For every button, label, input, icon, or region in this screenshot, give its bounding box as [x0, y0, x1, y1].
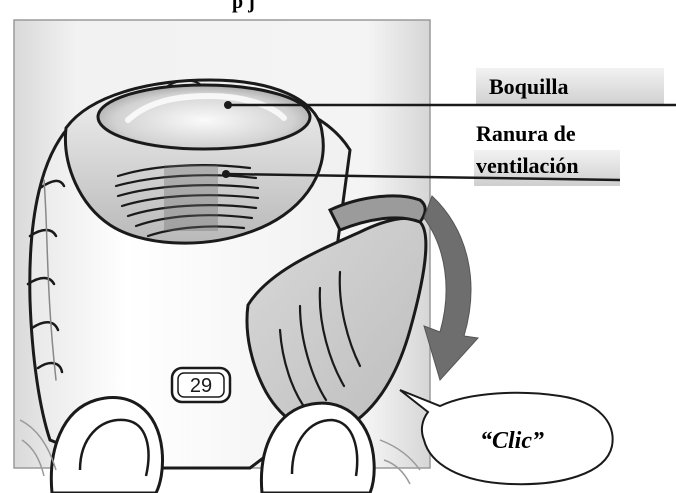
dose-counter-value: 29 [190, 375, 212, 397]
mouthpiece-label: Boquilla [489, 74, 568, 99]
vent-label-line2: ventilación [476, 153, 579, 178]
header-fragment: p j [232, 0, 255, 13]
mouthpiece-leader-dot [224, 101, 232, 109]
closing-motion-arrow[interactable] [424, 196, 478, 380]
vent-leader-dot [222, 170, 230, 178]
vent-shade [164, 165, 218, 231]
vent-label-line1: Ranura de [476, 121, 576, 146]
click-label: “Clic” [480, 428, 544, 454]
